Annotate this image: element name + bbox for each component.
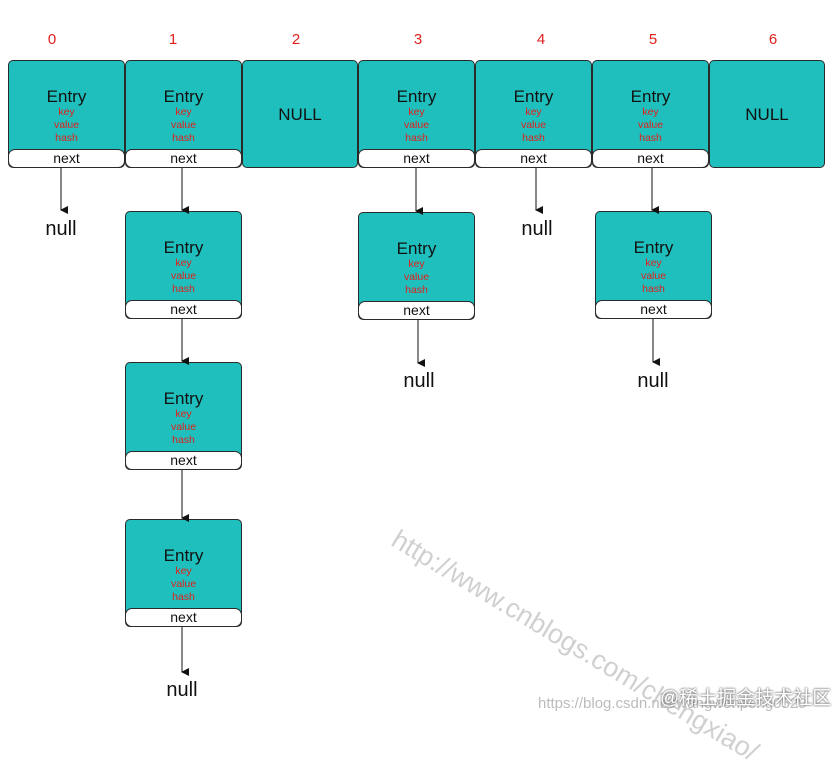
null-pointer-bucket-4: null	[521, 218, 553, 240]
field-key: key	[175, 106, 192, 118]
next-pointer: next	[125, 300, 242, 319]
entry-node-chain-1-c: Entry key value hash next	[125, 519, 242, 627]
field-key: key	[408, 258, 425, 270]
field-hash: hash	[405, 284, 428, 296]
field-value: value	[640, 270, 667, 282]
field-key: key	[525, 106, 542, 118]
field-key: key	[175, 408, 192, 420]
null-slot-label: NULL	[745, 105, 789, 124]
next-pointer: next	[8, 149, 125, 168]
field-key: key	[175, 257, 192, 269]
field-hash: hash	[172, 283, 195, 295]
entry-node-chain-1-b: Entry key value hash next	[125, 362, 242, 470]
field-key: key	[408, 106, 425, 118]
entry-node-bucket-1: Entry key value hash next	[125, 60, 242, 168]
field-hash: hash	[405, 132, 428, 144]
null-pointer-chain-5: null	[637, 370, 669, 392]
field-value: value	[170, 578, 197, 590]
null-slot-bucket-2: NULL	[242, 60, 358, 168]
bucket-index-4: 4	[536, 31, 546, 48]
bucket-index-1: 1	[168, 31, 178, 48]
next-pointer: next	[595, 300, 712, 319]
next-pointer: next	[125, 608, 242, 627]
next-pointer: next	[358, 149, 475, 168]
field-value: value	[403, 271, 430, 283]
field-value: value	[637, 119, 664, 131]
footer-brand: @稀土掘金技术社区	[660, 688, 832, 709]
bucket-index-0: 0	[47, 31, 57, 48]
entry-title: Entry	[46, 87, 87, 106]
entry-node-chain-5-a: Entry key value hash next	[595, 211, 712, 319]
field-value: value	[53, 119, 80, 131]
entry-node-bucket-5: Entry key value hash next	[592, 60, 709, 168]
entry-node-bucket-0: Entry key value hash next	[8, 60, 125, 168]
entry-node-chain-3-a: Entry key value hash next	[358, 212, 475, 320]
field-key: key	[642, 106, 659, 118]
entry-title: Entry	[163, 238, 204, 257]
next-pointer: next	[358, 301, 475, 320]
entry-title: Entry	[513, 87, 554, 106]
entry-title: Entry	[633, 238, 674, 257]
bucket-index-3: 3	[413, 31, 423, 48]
entry-node-bucket-4: Entry key value hash next	[475, 60, 592, 168]
bucket-index-6: 6	[768, 31, 778, 48]
field-hash: hash	[522, 132, 545, 144]
field-hash: hash	[172, 591, 195, 603]
field-value: value	[520, 119, 547, 131]
field-value: value	[170, 119, 197, 131]
hashmap-diagram: 0 1 2 3 4 5 6 Entry key value hash next …	[8, 31, 832, 767]
footer-url: https://blog.csdn.net/wangwenpeng0529	[538, 695, 807, 712]
field-hash: hash	[642, 283, 665, 295]
field-key: key	[58, 106, 75, 118]
entry-title: Entry	[396, 87, 437, 106]
null-pointer-chain-1: null	[166, 679, 198, 701]
field-value: value	[170, 270, 197, 282]
null-pointer-bucket-0: null	[45, 218, 77, 240]
null-slot-bucket-6: NULL	[709, 60, 825, 168]
field-hash: hash	[172, 434, 195, 446]
entry-title: Entry	[163, 546, 204, 565]
null-pointer-chain-3: null	[403, 370, 435, 392]
entry-title: Entry	[630, 87, 671, 106]
next-pointer: next	[592, 149, 709, 168]
null-slot-label: NULL	[278, 105, 322, 124]
entry-node-bucket-3: Entry key value hash next	[358, 60, 475, 168]
next-pointer: next	[125, 149, 242, 168]
entry-title: Entry	[396, 239, 437, 258]
pointer-arrows	[60, 168, 660, 676]
bucket-index-5: 5	[648, 31, 658, 48]
field-value: value	[403, 119, 430, 131]
field-hash: hash	[172, 132, 195, 144]
field-key: key	[175, 565, 192, 577]
next-pointer: next	[125, 451, 242, 470]
entry-title: Entry	[163, 87, 204, 106]
entry-title: Entry	[163, 389, 204, 408]
next-pointer: next	[475, 149, 592, 168]
field-key: key	[645, 257, 662, 269]
field-hash: hash	[55, 132, 78, 144]
field-hash: hash	[639, 132, 662, 144]
entry-node-chain-1-a: Entry key value hash next	[125, 211, 242, 319]
bucket-index-2: 2	[291, 31, 301, 48]
field-value: value	[170, 421, 197, 433]
